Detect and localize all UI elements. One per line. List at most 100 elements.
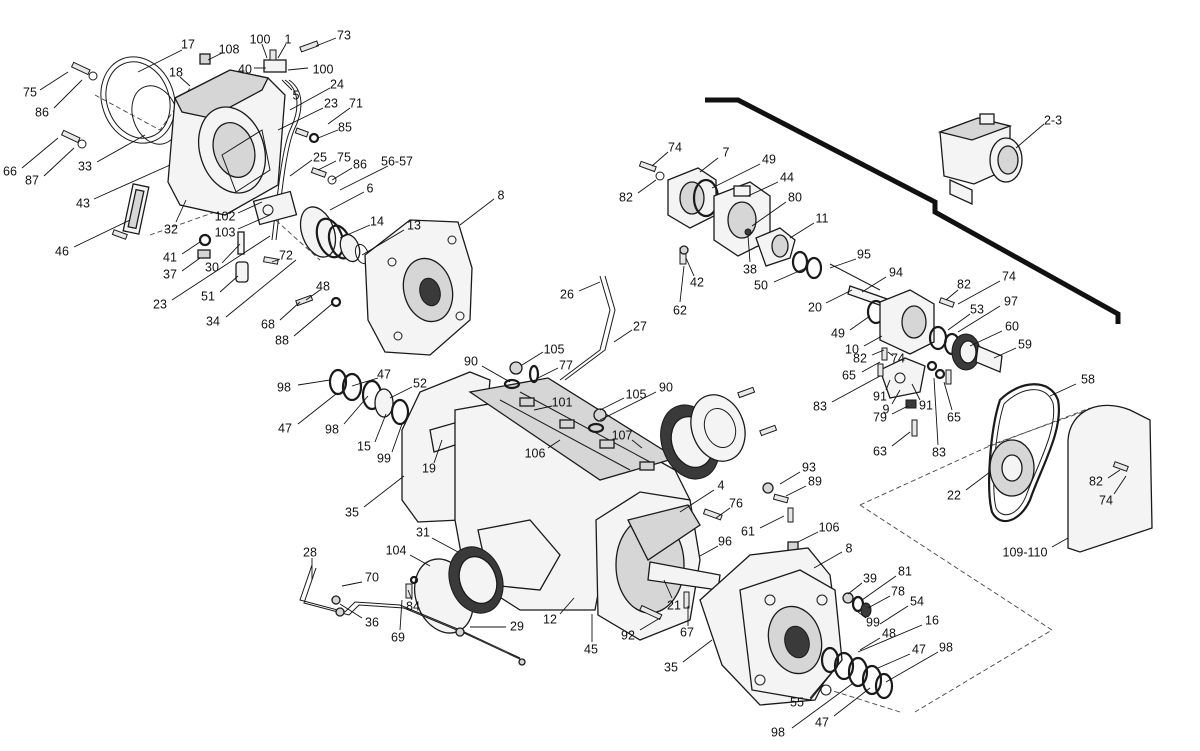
part-number-label: 35 <box>345 505 359 519</box>
leader-line-c11 <box>789 222 815 239</box>
leader-line-c70 <box>341 581 363 587</box>
leader-line-c27 <box>613 329 633 343</box>
leader-line-c97 <box>957 305 1001 333</box>
leader-line-c90a <box>481 365 511 383</box>
leader-line-c38 <box>747 235 751 263</box>
leader-line-c82c <box>871 349 885 356</box>
leader-line-c13 <box>361 229 405 256</box>
motor-2-3 <box>937 113 1023 206</box>
leader-line-c90b <box>599 391 657 421</box>
part-number-label: 6 <box>367 181 374 195</box>
part-number-label: 61 <box>741 524 755 538</box>
part-number-label: 40 <box>238 62 252 76</box>
part-number-label: 89 <box>808 474 822 488</box>
leader-line-c92 <box>639 617 661 631</box>
part-number-label: 47 <box>377 367 391 381</box>
leader-line-c47a <box>351 377 379 387</box>
part-number-label: 14 <box>370 214 384 228</box>
leader-line-c15 <box>374 413 387 443</box>
part-number-label: 7 <box>723 145 730 159</box>
leader-line-c21 <box>663 579 673 599</box>
part-number-label: 76 <box>729 496 743 510</box>
part-number-label: 8 <box>846 541 853 555</box>
leader-line-c101 <box>533 405 553 411</box>
part-number-label: 54 <box>910 594 924 608</box>
part-number-label: 109-110 <box>1003 545 1048 559</box>
leader-line-c20 <box>825 289 853 304</box>
leader-line-c59 <box>993 347 1017 359</box>
leader-line-c18 <box>179 76 191 87</box>
part-number-label: 78 <box>891 584 905 598</box>
part-number-label: 29 <box>510 619 524 633</box>
part-number-label: 17 <box>181 37 195 51</box>
leader-line-c47b <box>297 393 337 425</box>
part-number-label: 101 <box>552 395 573 409</box>
part-number-label: 23 <box>324 96 338 110</box>
leader-line-c19 <box>433 439 443 464</box>
leader-line-c80 <box>751 201 787 227</box>
part-number-label: 56-57 <box>381 154 413 168</box>
leader-line-c103 <box>237 214 271 230</box>
part-number-label: 83 <box>813 399 827 413</box>
part-number-label: 98 <box>277 380 291 394</box>
part-number-label: 8 <box>498 188 505 202</box>
part-number-label: 41 <box>163 250 177 264</box>
leader-line-c91b <box>911 383 921 401</box>
part-number-label: 15 <box>357 439 371 453</box>
leader-line-c91a <box>885 379 891 391</box>
leader-line-c1 <box>277 43 287 59</box>
part-number-label: 65 <box>842 368 856 382</box>
part-number-label: 75 <box>337 150 351 164</box>
leader-line-c36 <box>339 603 363 619</box>
part-number-label: 55 <box>790 695 804 709</box>
leader-line-c86b <box>331 167 353 181</box>
leader-line-c75b <box>317 160 337 171</box>
leader-line-c109 <box>1051 537 1069 548</box>
leader-line-c55 <box>809 671 833 699</box>
part-number-label: 39 <box>863 571 877 585</box>
leader-line-c82b <box>945 289 959 301</box>
leader-line-c99a <box>391 423 403 453</box>
leader-line-c86a <box>53 79 83 109</box>
part-number-label: 46 <box>55 244 69 258</box>
leader-line-c100b <box>287 67 309 71</box>
leader-line-c26 <box>578 281 601 292</box>
leader-line-c23x <box>1015 123 1045 149</box>
leader-line-c17 <box>137 49 183 73</box>
part-number-label: 105 <box>626 387 647 401</box>
leader-line-c93 <box>779 471 801 485</box>
leader-line-c94 <box>861 276 887 293</box>
part-number-label: 51 <box>201 289 215 303</box>
part-number-label: 32 <box>164 222 178 236</box>
part-number-label: 43 <box>76 196 90 210</box>
leader-line-c48b <box>859 637 881 651</box>
leader-line-c98a <box>297 379 331 386</box>
leader-line-c82d <box>1107 469 1121 479</box>
leader-line-c8b <box>813 551 843 569</box>
part-number-label: 47 <box>912 642 926 656</box>
part-number-label: 35 <box>664 660 678 674</box>
end-cover-left-assembly <box>60 40 337 283</box>
leader-line-c83a <box>831 375 881 403</box>
leader-line-c48a <box>305 289 321 301</box>
part-number-label: 90 <box>464 354 478 368</box>
part-number-label: 73 <box>337 28 351 42</box>
part-number-label: 37 <box>163 267 177 281</box>
leader-line-c35b <box>682 639 713 663</box>
part-number-label: 20 <box>808 300 822 314</box>
leader-line-c68 <box>279 301 301 321</box>
part-number-label: 2-3 <box>1044 113 1062 127</box>
part-number-label: 98 <box>771 725 785 739</box>
part-number-label: 85 <box>338 120 352 134</box>
part-number-label: 94 <box>889 265 903 279</box>
part-number-label: 38 <box>743 262 757 276</box>
leader-line-c47d <box>833 687 871 717</box>
leader-line-c65b <box>943 381 953 411</box>
leader-line-c81 <box>861 575 897 601</box>
part-number-label: 45 <box>584 642 598 656</box>
part-number-label: 107 <box>612 428 633 442</box>
part-number-label: 96 <box>718 534 732 548</box>
bearing-housing-left <box>364 219 473 356</box>
leader-line-c102 <box>237 201 263 214</box>
leader-line-c74a <box>651 151 669 167</box>
